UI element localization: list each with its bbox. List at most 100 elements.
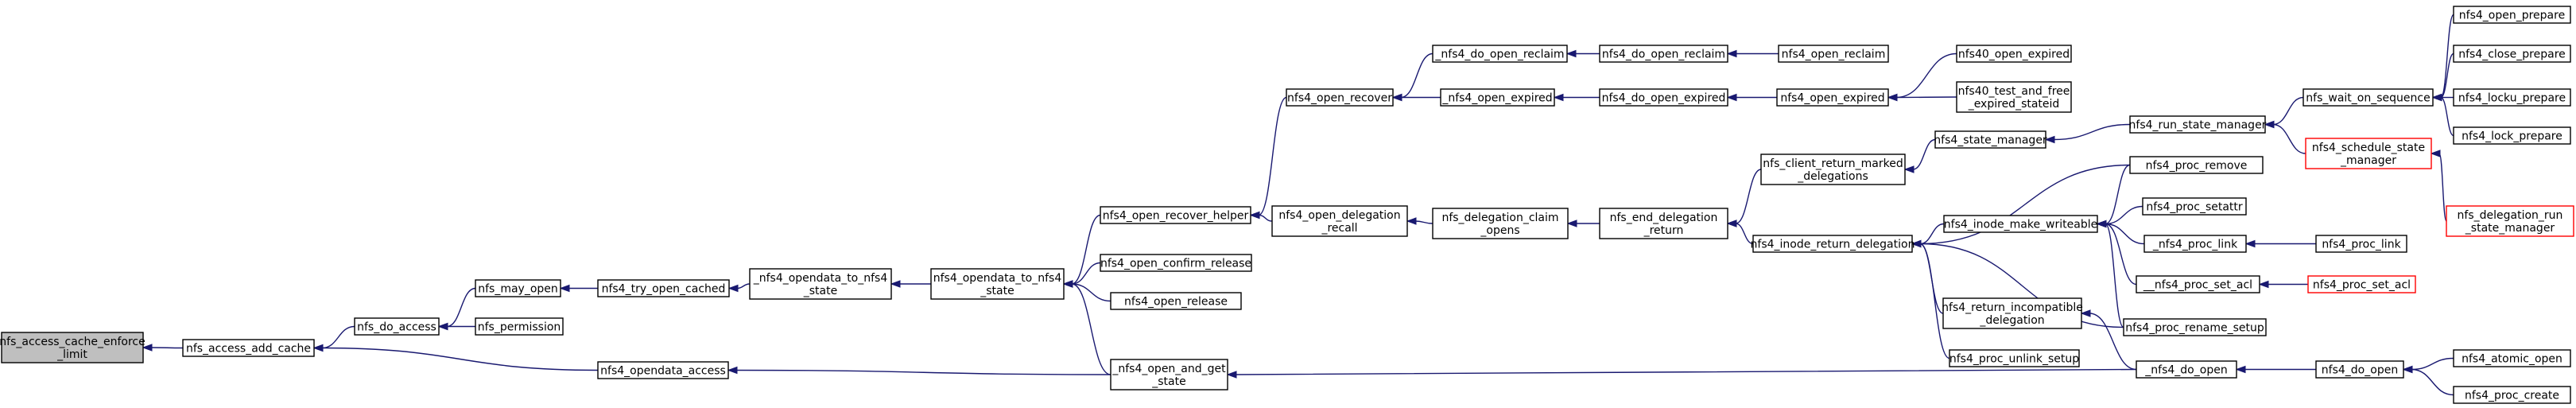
node-box [1599, 45, 1728, 63]
edge-nfs40_test_and_free_expired_stateid-to-nfs4_open_expired [1887, 93, 1957, 102]
node-nfs4-open-prepare[interactable]: nfs4_open_prepare [2453, 6, 2571, 24]
node-nfs4-proc-remove[interactable]: nfs4_proc_remove [2129, 156, 2264, 174]
node-label: nfs4_run_state_manager [2129, 119, 2267, 132]
node-label: nfs4_do_open_expired [1602, 92, 1726, 105]
node-nfs4-close-prepare[interactable]: nfs4_close_prepare [2453, 45, 2571, 63]
node-nfs4-open-confirm-release[interactable]: nfs4_open_confirm_release [1100, 254, 1252, 272]
node-box [475, 279, 561, 297]
node-box [2123, 318, 2267, 336]
node-box [354, 317, 440, 336]
node-nfs4-try-open-cached[interactable]: nfs4_try_open_cached [597, 279, 730, 297]
node---nfs4-proc-set-acl[interactable]: __nfs4_proc_set_acl [2136, 275, 2260, 293]
node-box [1956, 81, 2072, 113]
edge-_nfs4_do_open_reclaim-to-nfs4_open_recover [1391, 52, 1433, 102]
node-nfs-delegation-claim-opens[interactable]: nfs_delegation_claim_opens [1432, 208, 1569, 239]
node-box [2305, 138, 2432, 169]
node-nfs-end-delegation-return[interactable]: nfs_end_delegation_return [1599, 208, 1728, 239]
node-label: nfs4_proc_link [2322, 239, 2401, 251]
node-nfs4-return-incompatible-delegation[interactable]: nfs4_return_incompatible_delegation [1942, 297, 2083, 329]
node-nfs-may-open[interactable]: nfs_may_open [475, 279, 561, 297]
node-nfs4-proc-link[interactable]: nfs4_proc_link [2315, 235, 2407, 253]
node-box [1110, 292, 1242, 310]
node-nfs40-open-expired[interactable]: nfs40_open_expired [1956, 45, 2072, 63]
node-nfs4-do-open-reclaim[interactable]: nfs4_do_open_reclaim [1599, 45, 1728, 63]
node-nfs-wait-on-sequence[interactable]: nfs_wait_on_sequence [2302, 88, 2434, 107]
edge-nfs4_do_open_expired-to-_nfs4_open_expired [1553, 93, 1600, 102]
node-label: nfs4_inode_return_delegation [1751, 239, 1915, 251]
node-box [1942, 297, 2082, 329]
node-label: nfs_client_return_marked [1763, 157, 1903, 170]
node-box [1440, 88, 1555, 107]
node-nfs-permission[interactable]: nfs_permission [475, 317, 564, 336]
node-label: nfs4_proc_rename_setup [2125, 322, 2264, 335]
node-nfs4-do-open-expired[interactable]: nfs4_do_open_expired [1599, 88, 1728, 107]
node-nfs4-atomic-open[interactable]: nfs4_atomic_open [2453, 349, 2571, 367]
node-nfs4-state-manager[interactable]: nfs4_state_manager [1934, 130, 2047, 149]
node--nfs4-open-expired[interactable]: _nfs4_open_expired [1440, 88, 1555, 107]
node-box [2453, 386, 2571, 404]
node-nfs4-schedule-state-manager[interactable]: nfs4_schedule_state_manager [2305, 138, 2432, 169]
node-label: _nfs4_proc_link [2152, 239, 2238, 251]
node-nfs4-proc-create[interactable]: nfs4_proc_create [2453, 386, 2571, 404]
node-nfs40-test-and-free-expired-stateid[interactable]: nfs40_test_and_free_expired_stateid [1956, 81, 2072, 113]
edge-nfs4_run_state_manager-to-nfs4_state_manager [2044, 123, 2131, 144]
edge-nfs_access_add_cache-to-root [142, 344, 184, 352]
node-box [597, 279, 730, 297]
edge-nfs4_proc_rename_setup-to-nfs4_inode_make_writeable [2096, 220, 2124, 328]
node-root[interactable]: nfs_access_cache_enforce_limit [0, 332, 145, 363]
node-nfs4-inode-make-writeable[interactable]: nfs4_inode_make_writeable [1943, 215, 2098, 233]
node-label: nfs4_atomic_open [2462, 353, 2562, 366]
node-nfs4-proc-setattr[interactable]: nfs4_proc_setattr [2142, 197, 2247, 216]
node-nfs4-run-state-manager[interactable]: nfs4_run_state_manager [2129, 115, 2267, 134]
node-label: nfs40_open_expired [1958, 49, 2070, 61]
node-label: __nfs4_proc_set_acl [2143, 279, 2252, 292]
node-nfs4-open-reclaim[interactable]: nfs4_open_reclaim [1778, 45, 1889, 63]
edge-nfs_delegation_run_state_manager-to-nfs4_schedule_state_manager [2430, 150, 2447, 222]
node-label: nfs4_open_expired [1780, 92, 1884, 105]
node-nfs-do-access[interactable]: nfs_do_access [354, 317, 440, 336]
edge-nfs4_opendata_access-to-nfs_access_add_cache [312, 344, 599, 371]
node-label: nfs4_locku_prepare [2458, 92, 2566, 105]
node--nfs4-proc-link[interactable]: _nfs4_proc_link [2143, 235, 2247, 253]
node-nfs4-lock-prepare[interactable]: nfs4_lock_prepare [2453, 126, 2571, 145]
node-label: nfs4_lock_prepare [2462, 130, 2562, 143]
node-nfs4-proc-unlink-setup[interactable]: nfs4_proc_unlink_setup [1949, 349, 2080, 367]
node-nfs4-locku-prepare[interactable]: nfs4_locku_prepare [2453, 88, 2571, 107]
node-label: nfs4_proc_set_acl [2313, 279, 2411, 292]
node-nfs4-open-delegation-recall[interactable]: nfs4_open_delegation_recall [1271, 205, 1408, 237]
edges-layer [142, 14, 2454, 396]
node-nfs-access-add-cache[interactable]: nfs_access_add_cache [182, 339, 315, 357]
node-nfs-client-return-marked-delegations[interactable]: nfs_client_return_marked_delegations [1760, 153, 1906, 185]
node-nfs4-opendata-access[interactable]: nfs4_opendata_access [597, 361, 729, 379]
edge-nfs4_schedule_state_manager-to-nfs4_run_state_manager [2264, 120, 2306, 154]
node-label: _manager [2340, 154, 2396, 167]
node-box [1432, 45, 1568, 63]
node-nfs4-open-release[interactable]: nfs4_open_release [1110, 292, 1242, 310]
node-nfs4-inode-return-delegation[interactable]: nfs4_inode_return_delegation [1751, 235, 1915, 253]
node-box [2453, 88, 2571, 107]
node-box [1271, 205, 1408, 237]
node-nfs4-opendata-to-nfs4-state[interactable]: nfs4_opendata_to_nfs4_state [930, 268, 1065, 300]
node--nfs4-do-open[interactable]: _nfs4_do_open [2136, 360, 2237, 379]
node-nfs4-proc-set-acl[interactable]: nfs4_proc_set_acl [2307, 275, 2416, 293]
node-nfs4-do-open[interactable]: nfs4_do_open [2315, 360, 2404, 379]
node--nfs4-open-and-get-state[interactable]: _nfs4_open_and_get_state [1110, 359, 1228, 391]
node-label: nfs4_open_release [1124, 296, 1228, 309]
node--nfs4-opendata-to-nfs4-state[interactable]: _nfs4_opendata_to_nfs4_state [749, 268, 892, 300]
node-label: _state [980, 285, 1014, 297]
node-nfs4-open-recover[interactable]: nfs4_open_recover [1286, 88, 1394, 107]
node-label: nfs_do_access [357, 321, 436, 334]
node--nfs4-do-open-reclaim[interactable]: _nfs4_do_open_reclaim [1432, 45, 1568, 63]
node-box [2315, 360, 2404, 379]
edge-nfs_end_delegation_return-to-nfs_delegation_claim_opens [1566, 220, 1600, 227]
node-nfs4-open-expired[interactable]: nfs4_open_expired [1776, 88, 1889, 107]
node-box [2453, 6, 2571, 24]
node-label: nfs4_open_recover_helper [1103, 210, 1249, 223]
node-box [1100, 206, 1251, 224]
node-nfs-delegation-run-state-manager[interactable]: nfs_delegation_run_state_manager [2446, 205, 2574, 237]
node-box [1, 332, 144, 363]
node-nfs4-proc-rename-setup[interactable]: nfs4_proc_rename_setup [2123, 318, 2267, 336]
node-box [930, 268, 1065, 300]
node-nfs4-open-recover-helper[interactable]: nfs4_open_recover_helper [1100, 206, 1251, 224]
